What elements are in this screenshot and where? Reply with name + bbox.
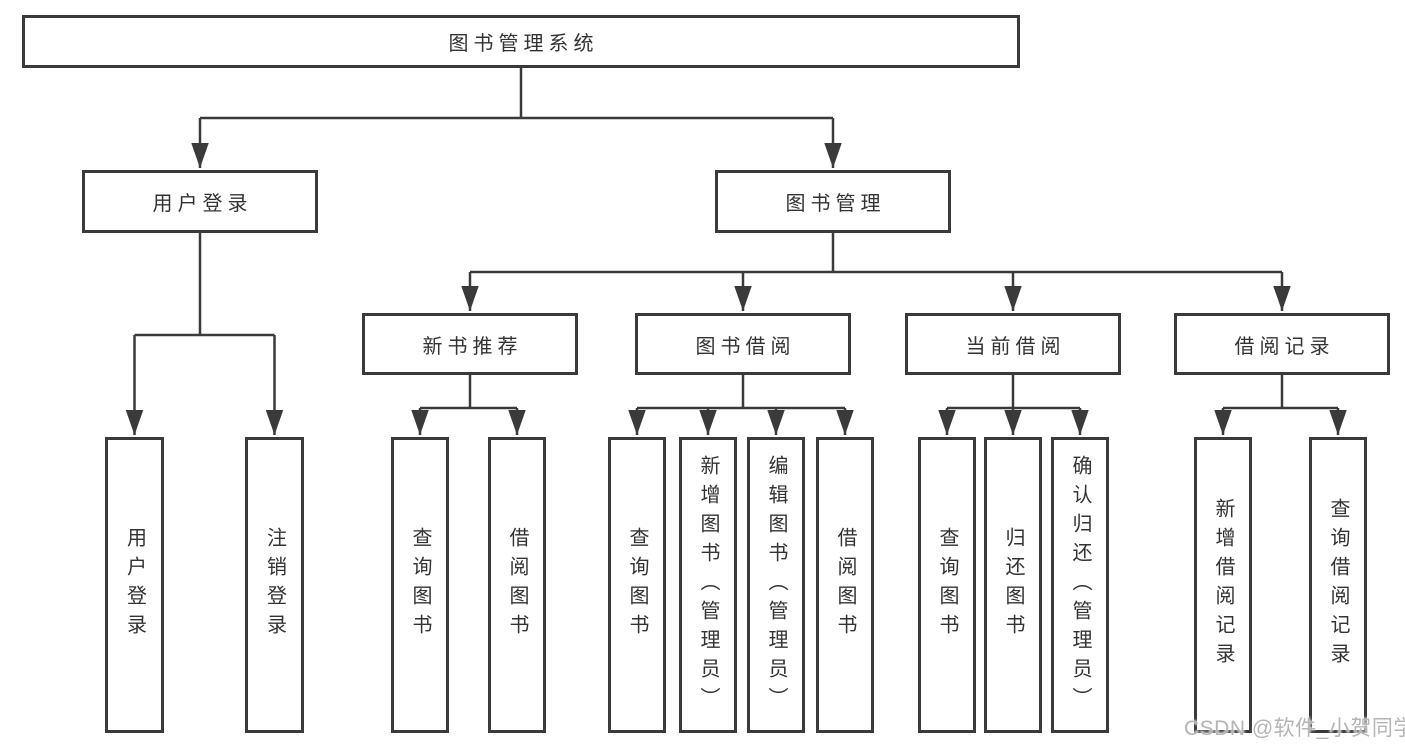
leaf-br-query-record-label: 查询借阅记录 [1327,498,1349,672]
node-new-book-recommend-label: 新书推荐 [422,335,523,358]
leaf-br-add-record: 新增借阅记录 [1194,437,1252,733]
node-book-borrowing: 图书借阅 [635,313,851,375]
leaf-br-add-record-label: 新增借阅记录 [1212,498,1234,672]
node-root-label: 图书管理系统 [448,33,599,55]
node-current-borrowing: 当前借阅 [905,313,1121,375]
leaf-cb-confirm-return-admin: 确认归还（管理员） [1051,437,1109,733]
node-borrowing-records: 借阅记录 [1174,313,1390,375]
leaf-cb-query-books-label: 查询图书 [936,527,958,643]
leaf-bb-borrow-books: 借阅图书 [816,437,874,733]
leaf-cb-return-books: 归还图书 [984,437,1042,733]
leaf-bb-add-books-admin: 新增图书（管理员） [679,437,737,733]
leaf-bb-query-books-label: 查询图书 [626,527,648,643]
node-book-management: 图书管理 [715,170,951,233]
leaf-cb-return-books-label: 归还图书 [1002,527,1024,643]
leaf-bb-edit-books-admin-label: 编辑图书（管理员） [765,454,787,716]
leaf-user-login-label: 用户登录 [123,527,146,643]
leaf-bb-edit-books-admin: 编辑图书（管理员） [747,437,805,733]
leaf-bb-borrow-books-label: 借阅图书 [834,527,856,643]
leaf-nbr-borrow-books: 借阅图书 [488,437,546,733]
leaf-nbr-query-books-label: 查询图书 [409,527,431,643]
watermark: CSDN @软件_小贺同学 [1184,717,1405,740]
node-book-management-label: 图书管理 [785,193,886,215]
leaf-br-query-record: 查询借阅记录 [1309,437,1367,733]
leaf-bb-add-books-admin-label: 新增图书（管理员） [697,454,719,716]
node-book-borrowing-label: 图书借阅 [695,335,796,358]
leaf-bb-query-books: 查询图书 [608,437,666,733]
node-user-login-label: 用户登录 [152,193,253,215]
leaf-nbr-query-books: 查询图书 [391,437,449,733]
node-current-borrowing-label: 当前借阅 [965,335,1066,358]
node-new-book-recommend: 新书推荐 [362,313,578,375]
leaf-cb-confirm-return-admin-label: 确认归还（管理员） [1069,454,1091,716]
node-borrowing-records-label: 借阅记录 [1234,335,1335,358]
leaf-cb-query-books: 查询图书 [918,437,976,733]
leaf-logout-login-label: 注销登录 [263,527,286,643]
node-user-login: 用户登录 [82,170,318,233]
leaf-nbr-borrow-books-label: 借阅图书 [506,527,528,643]
leaf-user-login: 用户登录 [105,437,164,733]
node-root: 图书管理系统 [22,15,1020,68]
leaf-logout-login: 注销登录 [245,437,304,733]
